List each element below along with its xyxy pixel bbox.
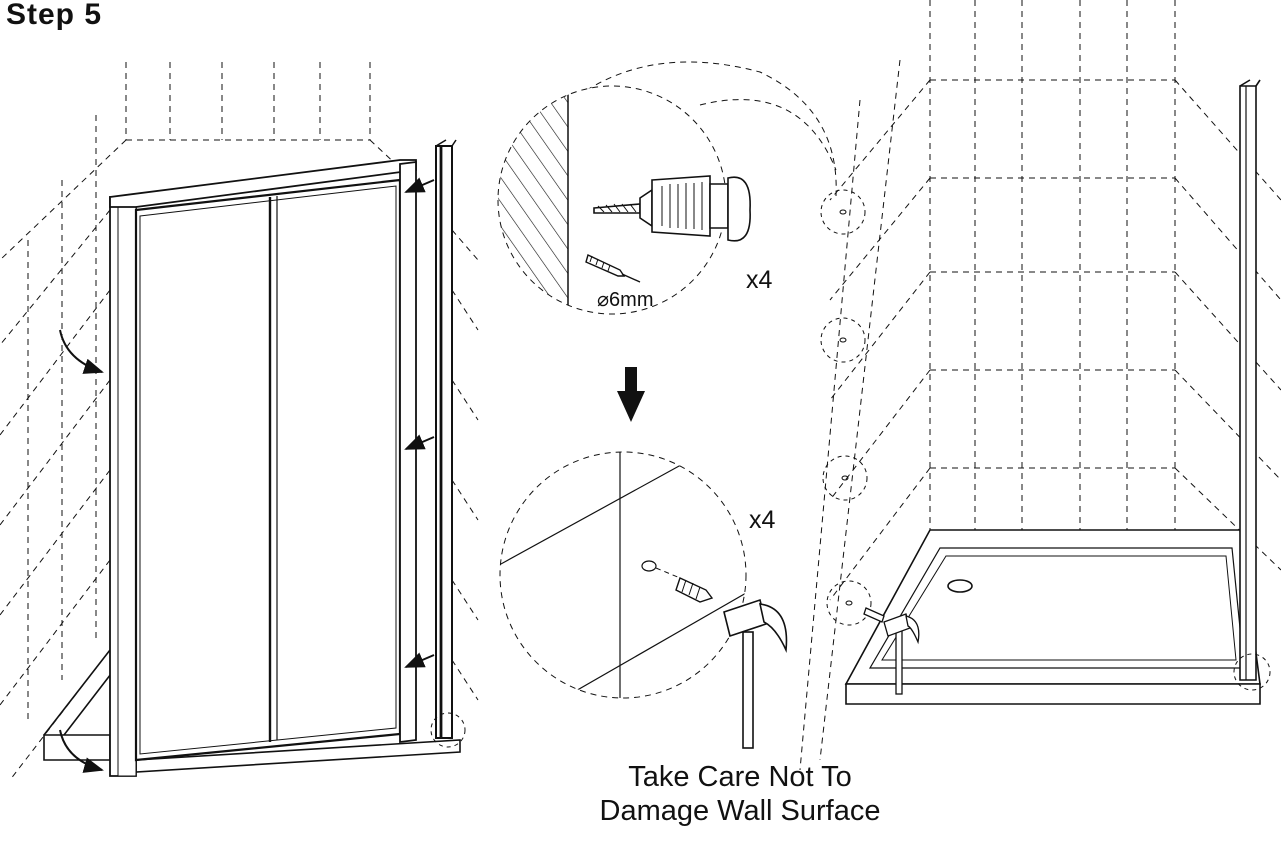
left-tray (43, 649, 461, 773)
plug-detail (499, 451, 788, 749)
caution-line-2: Damage Wall Surface (599, 795, 881, 827)
wall-plug-icon (675, 577, 714, 603)
door-frame (109, 139, 457, 777)
drill-bit-size-value: 6mm (609, 289, 654, 311)
hammer-icon (723, 598, 788, 749)
arrow-down-icon (617, 367, 645, 422)
drill-bit-size: ⌀6mm (597, 287, 654, 312)
caution-line-1: Take Care Not To (628, 761, 852, 793)
left-wall-guides (0, 62, 479, 781)
right-tray (844, 529, 1261, 705)
drill-icon (593, 175, 751, 242)
corner-detail-circle (430, 712, 466, 748)
right-plug-hammer (863, 607, 920, 695)
right-hole-markers (820, 189, 872, 626)
right-profile (1239, 79, 1261, 681)
plug-quantity: x4 (749, 506, 776, 534)
drill-quantity: x4 (746, 266, 773, 294)
drill-detail (497, 61, 837, 315)
fixing-arrows (59, 177, 435, 773)
right-wall-grid (799, 0, 1281, 771)
diameter-symbol: ⌀ (597, 289, 610, 311)
caution-note: Take Care Not To Damage Wall Surface (560, 760, 920, 828)
drill-bit-icon (585, 254, 641, 283)
step-title: Step 5 (6, 0, 103, 31)
right-corner-circle (1233, 653, 1271, 691)
